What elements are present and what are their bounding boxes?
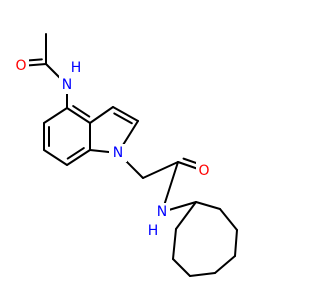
bond-c3a-c4-double	[72, 105, 91, 118]
bond-c3-c2	[112, 106, 139, 122]
bond-c6-c7	[43, 149, 68, 166]
bond-c3a-c4	[66, 107, 91, 124]
bond-c7-c7a	[66, 149, 91, 166]
bond-r3-r4	[214, 255, 236, 274]
bond-r7-r0	[175, 201, 197, 230]
atom-label-layer: O H N N O N H	[13, 57, 212, 239]
atom-nitrogen-amide: N	[157, 204, 167, 220]
atom-hydrogen-amide: H	[148, 223, 159, 239]
bond-r1-r2	[219, 208, 238, 231]
bond-c7-c7a-double	[66, 147, 85, 160]
bond-c4-c5	[43, 107, 68, 124]
atom-hydrogen-acetamide: H	[71, 60, 82, 76]
atom-oxygen-amide: O	[198, 163, 209, 179]
bond-c3-c2-double	[113, 112, 133, 125]
bond-r2-r3	[234, 229, 238, 257]
bond-r5-r6	[172, 258, 191, 277]
atom-nitrogen-indole: N	[113, 145, 123, 161]
atom-nitrogen-acetamide: N	[62, 77, 72, 93]
atom-oxygen-acetyl: O	[15, 58, 26, 74]
bond-r0-r1	[195, 201, 221, 210]
bond-ch2-cam	[142, 161, 179, 179]
bond-layer	[20, 33, 238, 277]
bond-r4-r5	[189, 272, 216, 277]
bond-c3a-c3	[89, 106, 114, 124]
bond-r6-r7	[172, 228, 177, 260]
molecule-structure: O H N N O N H	[13, 33, 238, 277]
